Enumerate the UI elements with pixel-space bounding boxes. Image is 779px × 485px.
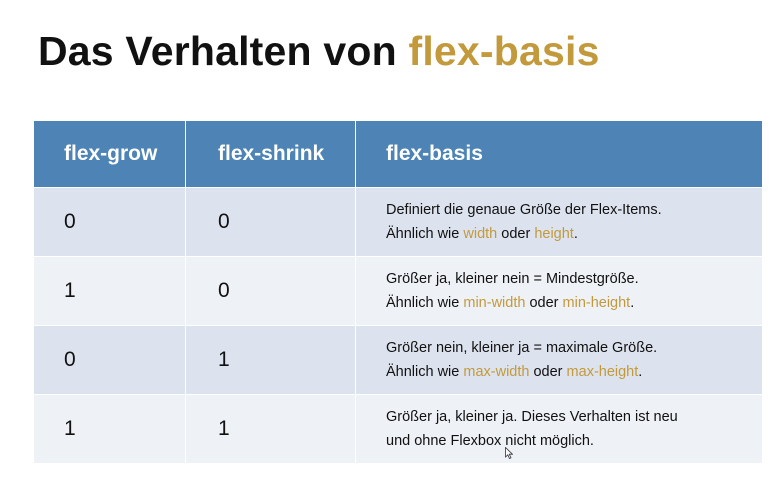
basis-description: Größer nein, kleiner ja = maximale Größe…: [356, 326, 762, 394]
description-line-2: und ohne Flexbox nicht möglich.: [386, 433, 594, 449]
property-term: max-height: [566, 364, 639, 380]
line2-mid: oder: [497, 226, 535, 242]
header-flex-basis: flex-basis: [386, 142, 483, 165]
line2-prefix: Ähnlich wie: [386, 226, 464, 242]
slide-title: Das Verhalten von flex-basis: [38, 28, 600, 75]
line2-suffix: .: [638, 364, 643, 380]
grow-value: 1: [34, 257, 186, 325]
property-term: height: [534, 226, 574, 242]
basis-description: Größer ja, kleiner nein = Mindestgröße. …: [356, 257, 762, 325]
property-term: min-height: [562, 295, 631, 311]
title-text: Das Verhalten von: [38, 28, 409, 74]
shrink-value: 0: [186, 188, 356, 256]
shrink-value: 0: [186, 257, 356, 325]
basis-description: Größer ja, kleiner ja. Dieses Verhalten …: [356, 395, 762, 463]
line2-mid: oder: [525, 295, 563, 311]
table-row: 0 1 Größer nein, kleiner ja = maximale G…: [34, 325, 762, 394]
description-line-2: Ähnlich wie min-width oder min-height.: [386, 291, 634, 315]
description-line-1: Größer nein, kleiner ja = maximale Größe…: [386, 340, 658, 356]
description-line-1: Größer ja, kleiner nein = Mindestgröße.: [386, 271, 639, 287]
mouse-cursor-icon: [505, 447, 513, 459]
line2-prefix: Ähnlich wie: [386, 295, 464, 311]
description-line-2: Ähnlich wie width oder height.: [386, 222, 578, 246]
flex-table: flex-grow flex-shrink flex-basis 0 0 Def…: [34, 121, 762, 463]
description-line-1: Größer ja, kleiner ja. Dieses Verhalten …: [386, 409, 678, 425]
table-row: 0 0 Definiert die genaue Größe der Flex-…: [34, 187, 762, 256]
basis-description: Definiert die genaue Größe der Flex-Item…: [356, 188, 762, 256]
header-flex-grow: flex-grow: [34, 121, 186, 187]
shrink-value: 1: [186, 326, 356, 394]
line2-mid: oder: [529, 364, 567, 380]
shrink-value: 1: [186, 395, 356, 463]
table-row: 1 0 Größer ja, kleiner nein = Mindestgrö…: [34, 256, 762, 325]
title-accent-text: flex-basis: [408, 28, 600, 74]
header-flex-shrink: flex-shrink: [186, 121, 356, 187]
table-header-row: flex-grow flex-shrink flex-basis: [34, 121, 762, 187]
property-term: min-width: [463, 295, 526, 311]
grow-value: 1: [34, 395, 186, 463]
line2-prefix: Ähnlich wie: [386, 364, 464, 380]
table-row: 1 1 Größer ja, kleiner ja. Dieses Verhal…: [34, 394, 762, 463]
property-term: width: [463, 226, 498, 242]
property-term: max-width: [463, 364, 530, 380]
grow-value: 0: [34, 188, 186, 256]
description-line-1: Definiert die genaue Größe der Flex-Item…: [386, 202, 662, 218]
line2-suffix: .: [630, 295, 635, 311]
grow-value: 0: [34, 326, 186, 394]
line2-suffix: .: [573, 226, 578, 242]
description-line-2: Ähnlich wie max-width oder max-height.: [386, 360, 642, 384]
